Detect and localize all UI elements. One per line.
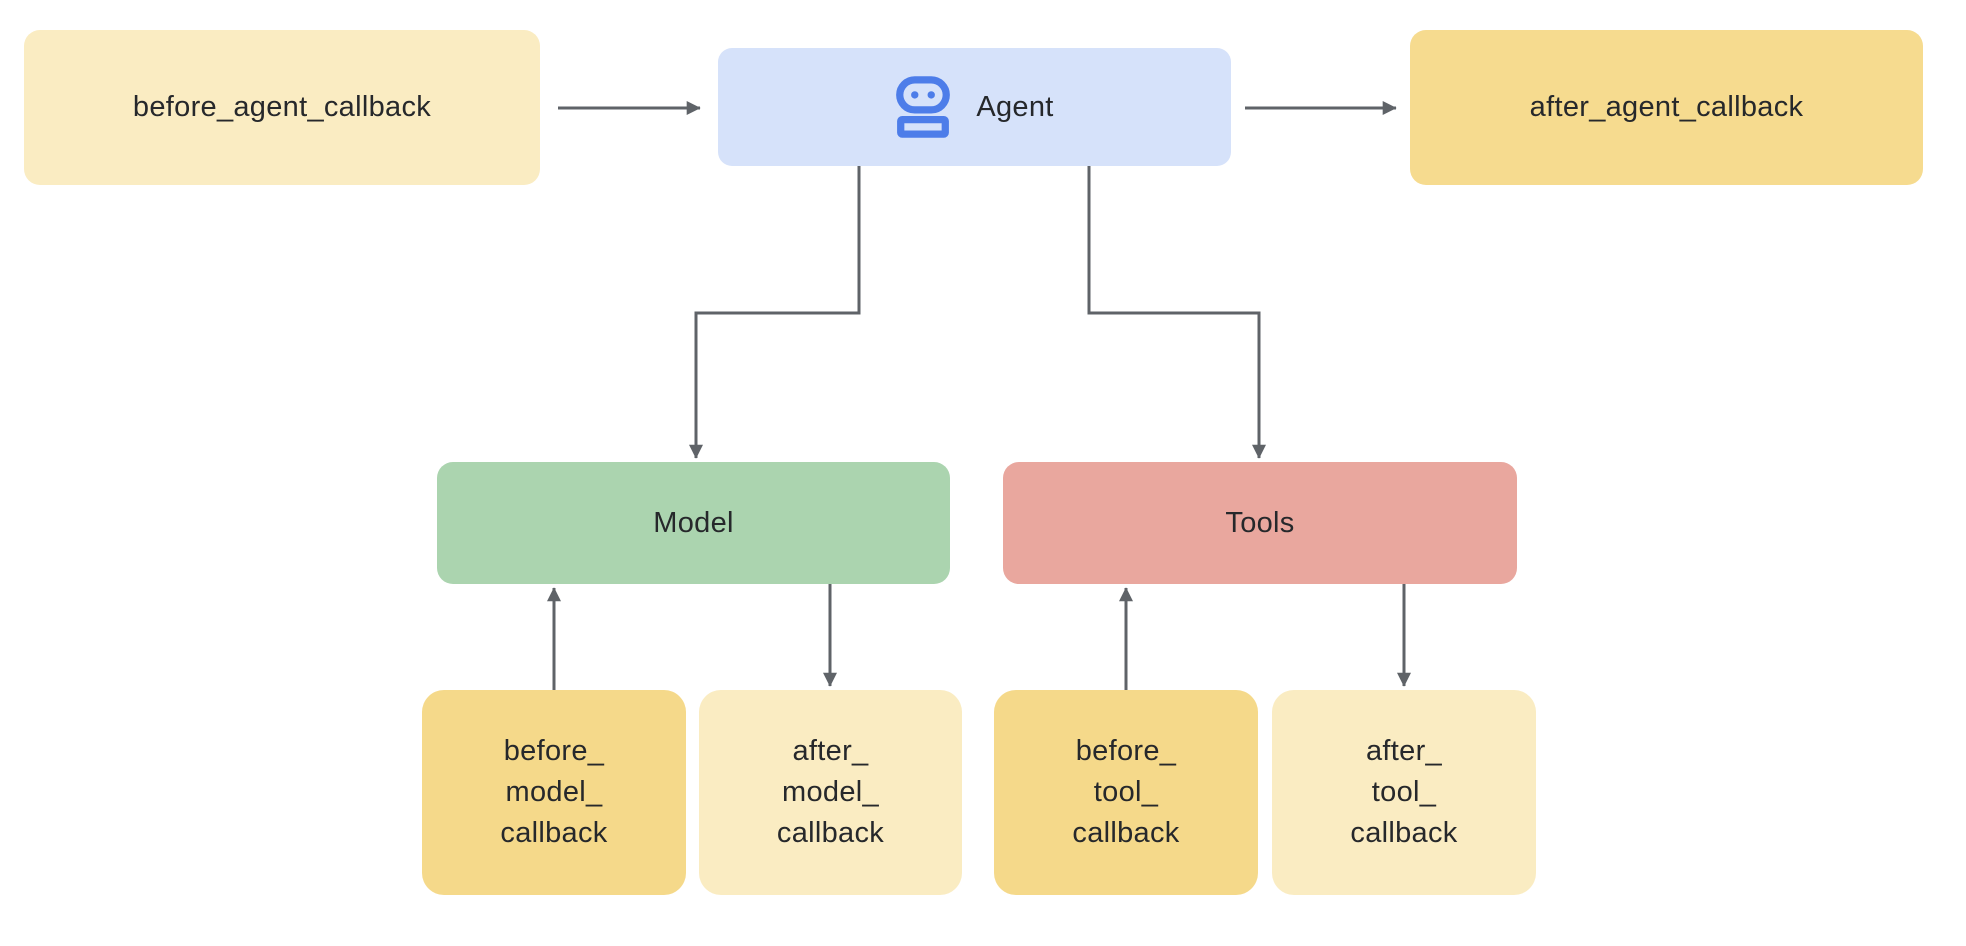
node-after-agent-callback: after_agent_callback	[1410, 30, 1923, 185]
node-label: Model	[653, 506, 734, 539]
node-agent: Agent	[718, 48, 1231, 166]
node-label: after_agent_callback	[1529, 91, 1804, 123]
node-after-model-callback: after_model_callback	[699, 690, 962, 895]
edge-agent-to-model	[689, 166, 861, 459]
node-after-tool-callback: after_tool_callback	[1272, 690, 1536, 895]
node-label: before_agent_callback	[132, 91, 432, 123]
node-label: before_model_callback	[500, 735, 608, 849]
node-label: Tools	[1225, 506, 1295, 539]
node-label: Agent	[976, 90, 1054, 123]
node-before-agent-callback: before_agent_callback	[24, 30, 540, 185]
robot-icon	[895, 76, 951, 138]
node-tools: Tools	[1003, 462, 1517, 584]
node-before-tool-callback: before_tool_callback	[994, 690, 1258, 895]
node-label: before_tool_callback	[1072, 735, 1180, 849]
node-before-model-callback: before_model_callback	[422, 690, 686, 895]
node-label: after_model_callback	[776, 735, 885, 849]
node-label: after_tool_callback	[1350, 735, 1458, 849]
node-model: Model	[437, 462, 950, 584]
edge-agent-to-tools	[1087, 166, 1266, 459]
